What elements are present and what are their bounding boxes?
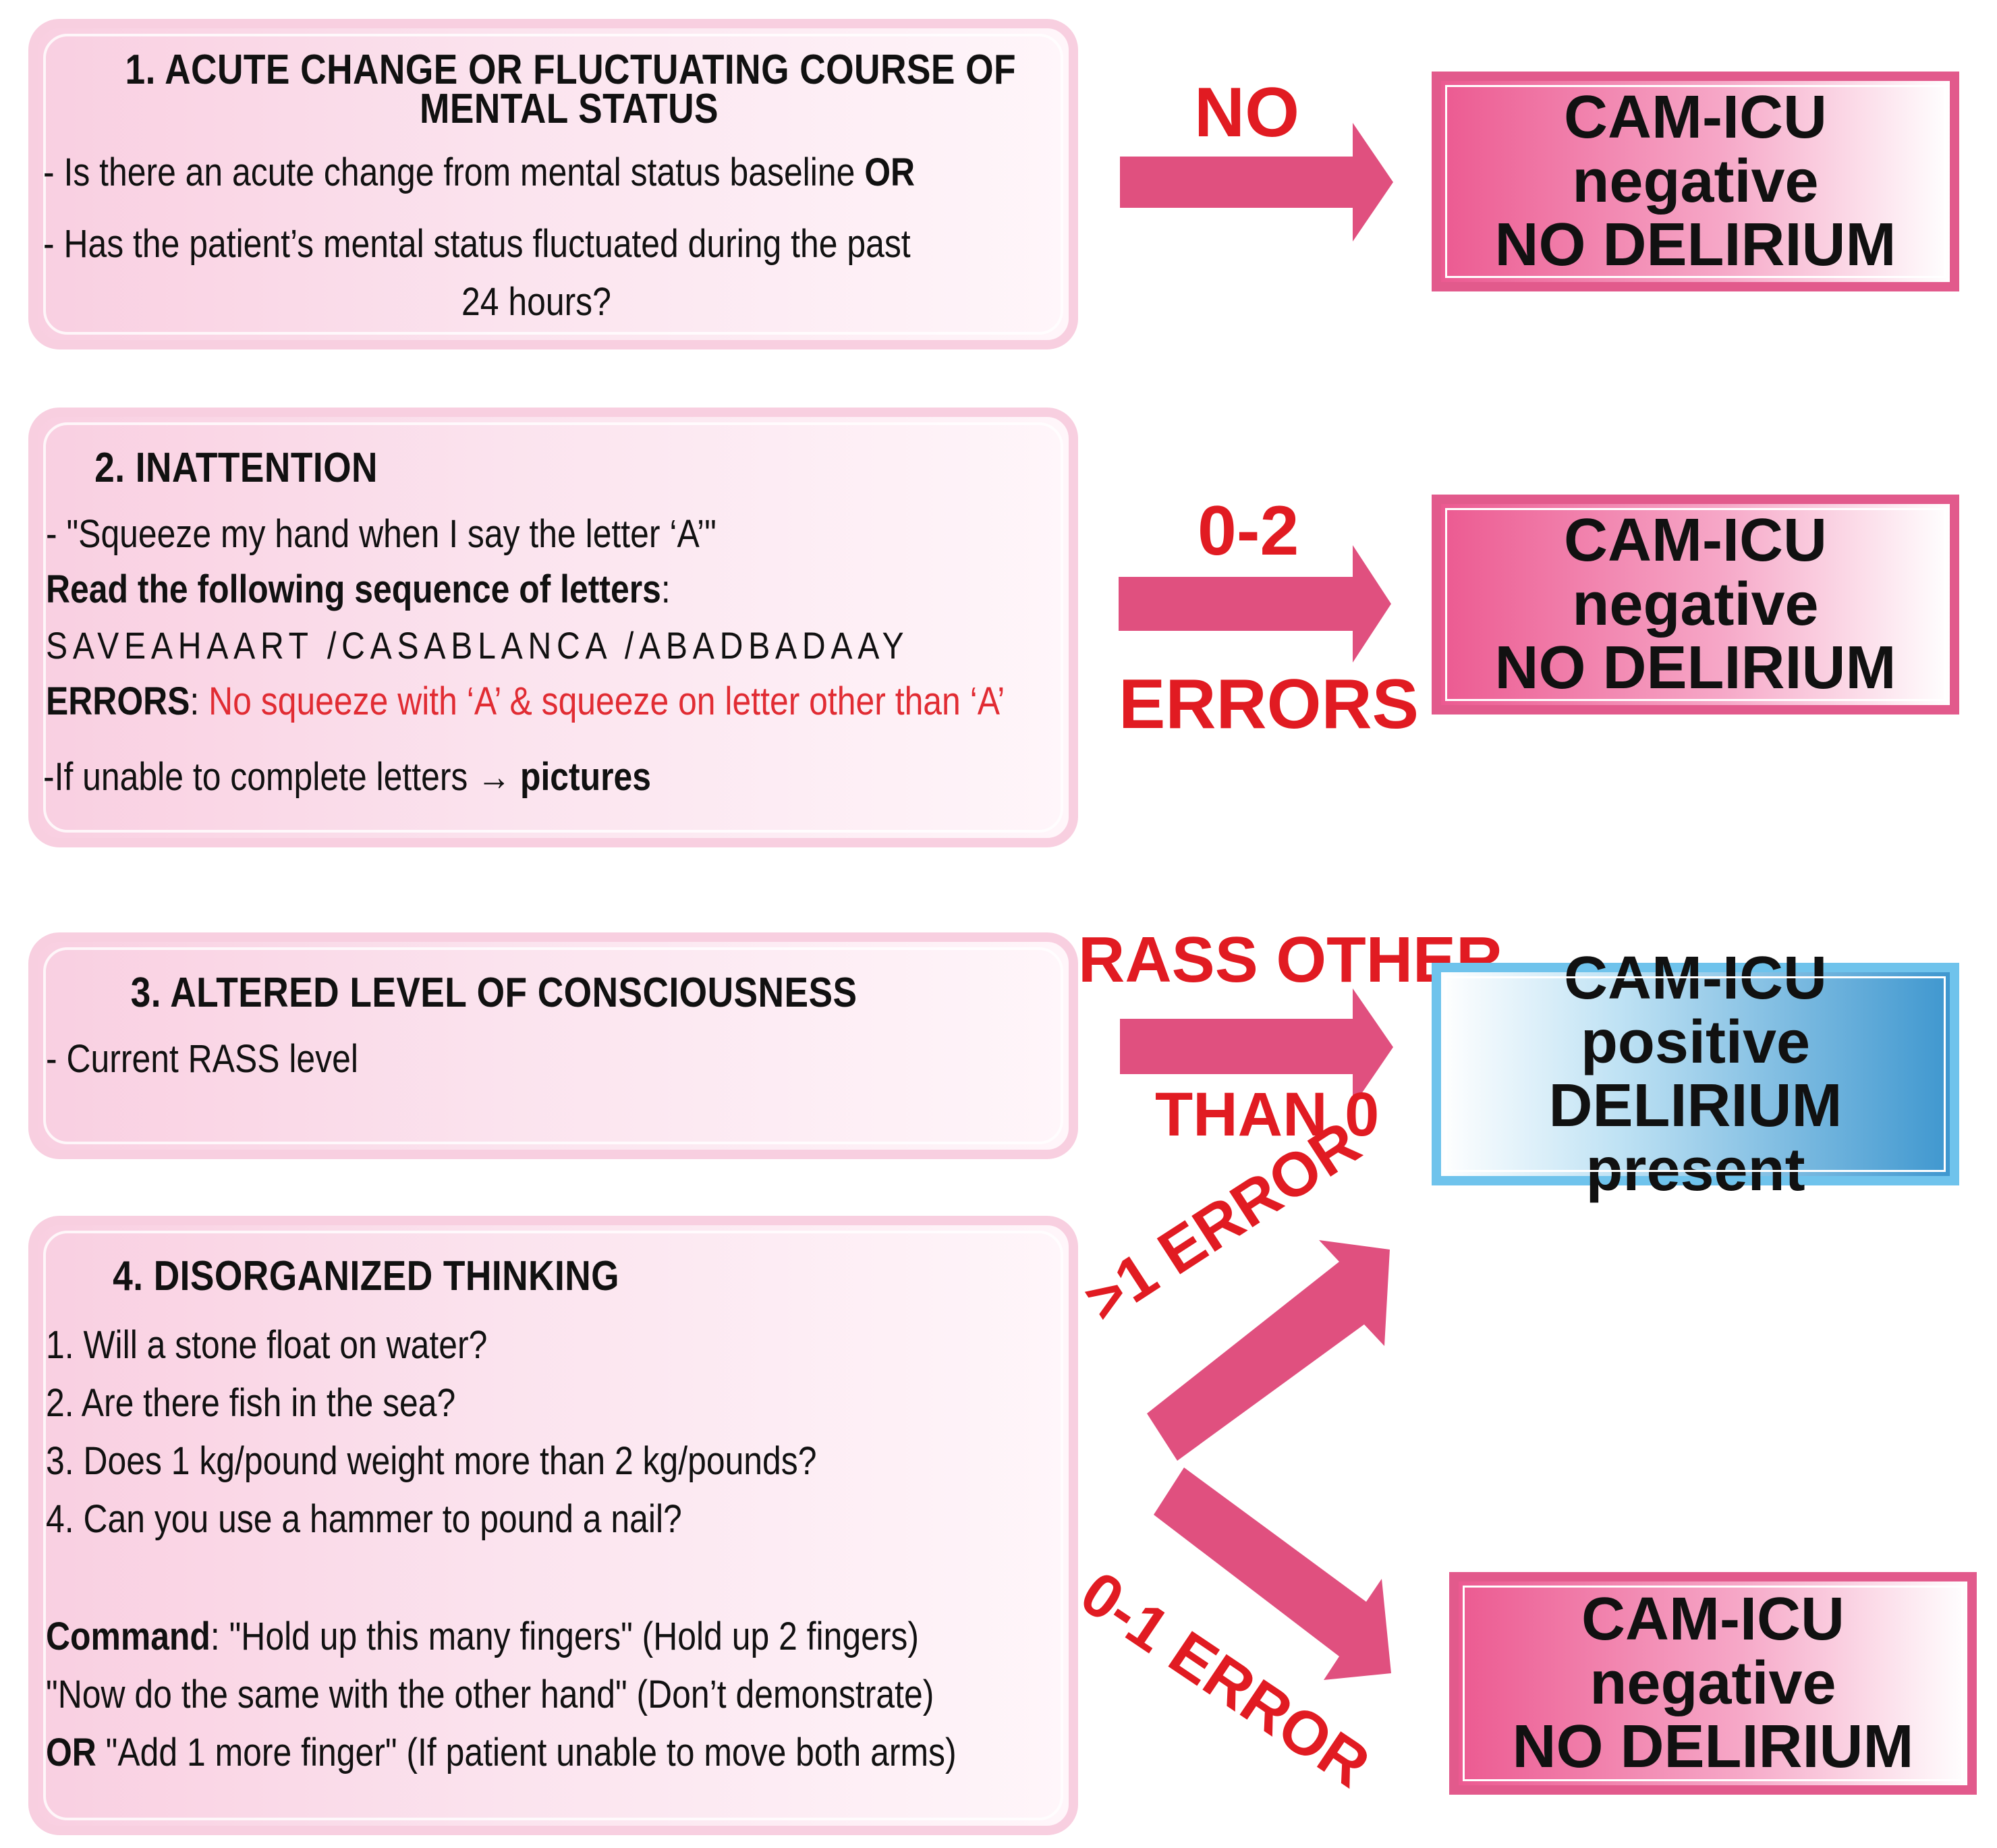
step2-letter-sequence: SAVEAHAART /CASABLANCA /ABADBADAAY [46,624,909,667]
step2-read-label: Read the following sequence of letters: [46,567,671,612]
step2-errors-text: No squeeze with ‘A’ & squeeze on letter … [208,679,1005,723]
step4-command: Command: "Hold up this many fingers" (Ho… [46,1614,919,1659]
step3-box: 3. ALTERED LEVEL OF CONSCIOUSNESS - Curr… [28,932,1078,1159]
step1-question1-or: OR [864,150,916,194]
result-positive-line1: CAM-ICU positive [1564,945,1827,1076]
arrow-step3-rass [1120,988,1393,1107]
step2-box: 2. INATTENTION - "Squeeze my hand when I… [28,408,1078,847]
result-negative-step4-line2: NO DELIRIUM [1512,1713,1914,1781]
result-negative-step1-line1: CAM-ICU negative [1564,84,1827,215]
result-positive-line2: DELIRIUM present [1548,1072,1843,1204]
step1-question1-text: - Is there an acute change from mental s… [43,150,865,194]
step2-read-colon: : [660,567,671,611]
step2-fallback-pictures: pictures [519,755,652,799]
step1-question2-line2: 24 hours? [461,280,611,324]
result-negative-step1: CAM-ICU negative NO DELIRIUM [1432,72,1959,291]
result-negative-step2-line2: NO DELIRIUM [1494,634,1896,702]
result-negative-step2-line1: CAM-ICU negative [1564,507,1827,638]
arrow-step2-errors [1119,545,1391,663]
step2-read-label-text: Read the following sequence of letters [46,567,661,611]
result-positive: CAM-ICU positive DELIRIUM present [1432,947,1959,1202]
step4-question-3: 3. Does 1 kg/pound weight more than 2 kg… [46,1439,817,1483]
result-negative-step4-line1: CAM-ICU negative [1581,1586,1845,1717]
arrow-step4-gt1 [1147,1240,1390,1461]
step4-command-line3-text: "Add 1 more finger" (If patient unable t… [96,1731,957,1774]
result-negative-step1-line2: NO DELIRIUM [1494,211,1896,279]
arrow-step4-01 [1154,1467,1391,1680]
arrow-step1-no [1120,123,1393,242]
result-negative-step4: CAM-ICU negative NO DELIRIUM [1449,1572,1977,1795]
step4-box: 4. DISORGANIZED THINKING 1. Will a stone… [28,1216,1078,1835]
step2-errors: ERRORS: No squeeze with ‘A’ & squeeze on… [46,679,1005,724]
step4-command-line2: "Now do the same with the other hand" (D… [46,1673,934,1716]
step3-item: - Current RASS level [46,1037,358,1081]
step4-question-2: 2. Are there fish in the sea? [46,1381,456,1425]
step1-box: 1. ACUTE CHANGE OR FLUCTUATING COURSE OF… [28,19,1078,349]
step2-title: 2. INATTENTION [94,445,378,491]
label-than-zero: THAN 0 [1155,1080,1380,1149]
step2-fallback: -If unable to complete letters → picture… [43,754,651,800]
label-errors: ERRORS [1119,665,1419,744]
step4-command-label: Command [46,1615,210,1658]
step2-errors-label: ERRORS [46,679,190,723]
step3-title: 3. ALTERED LEVEL OF CONSCIOUSNESS [130,970,857,1016]
step4-question-1: 1. Will a stone float on water? [46,1323,488,1367]
step1-title-line2: MENTAL STATUS [420,86,719,132]
label-no: NO [1194,74,1299,152]
step4-command-line3: OR "Add 1 more finger" (If patient unabl… [46,1730,957,1775]
step2-instruction: - "Squeeze my hand when I say the letter… [46,512,716,556]
result-negative-step2: CAM-ICU negative NO DELIRIUM [1432,495,1959,715]
step4-question-4: 4. Can you use a hammer to pound a nail? [46,1497,682,1541]
step1-question2-line1: - Has the patient’s mental status fluctu… [43,222,911,266]
step4-or-label: OR [46,1731,96,1774]
step2-errors-colon: : [190,679,209,723]
label-zero-two: 0-2 [1198,492,1299,570]
step2-fallback-text: -If unable to complete letters → [43,755,520,799]
step1-title-line1: 1. ACUTE CHANGE OR FLUCTUATING COURSE OF [125,47,1017,93]
step1-question1: - Is there an acute change from mental s… [43,150,915,195]
step4-command-text: : "Hold up this many fingers" (Hold up 2… [210,1615,919,1658]
step4-title: 4. DISORGANIZED THINKING [113,1253,620,1299]
